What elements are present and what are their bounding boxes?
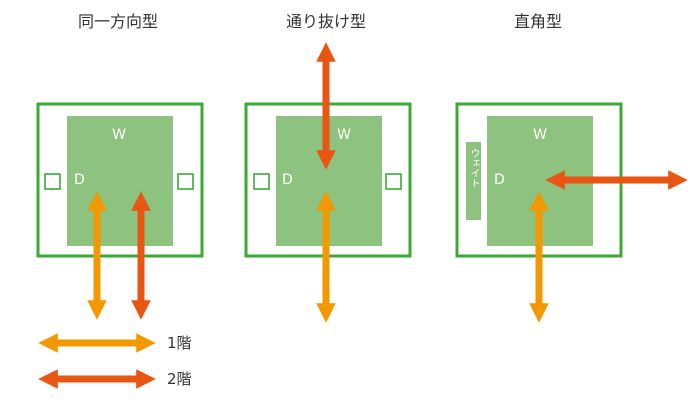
panel-right-angle: 直角型 ウェイト W D <box>455 12 688 323</box>
landing-button-right <box>177 173 194 190</box>
panel-same-direction: 同一方向型 W D <box>36 12 204 320</box>
hoistway-frame <box>36 102 204 258</box>
panel-through: 通り抜け型 W D <box>244 12 412 323</box>
counterweight-label: ウェイト <box>468 148 480 188</box>
elevator-car <box>67 116 173 246</box>
landing-button-left <box>44 173 61 190</box>
car-width-label: W <box>112 127 126 143</box>
car-depth-label: D <box>74 172 85 188</box>
counterweight <box>466 142 481 220</box>
panel-title: 直角型 <box>514 12 562 31</box>
legend: 1階 2階 <box>38 333 192 389</box>
panel-title: 通り抜け型 <box>286 12 366 31</box>
landing-button-right <box>385 173 402 190</box>
legend-floor2-label: 2階 <box>167 370 192 388</box>
car-width-label: W <box>337 127 351 143</box>
car-depth-label: D <box>494 172 505 188</box>
panel-title: 同一方向型 <box>78 12 158 31</box>
landing-button-left <box>253 173 270 190</box>
car-width-label: W <box>533 127 547 143</box>
legend-floor1-label: 1階 <box>167 334 192 352</box>
car-depth-label: D <box>282 172 293 188</box>
